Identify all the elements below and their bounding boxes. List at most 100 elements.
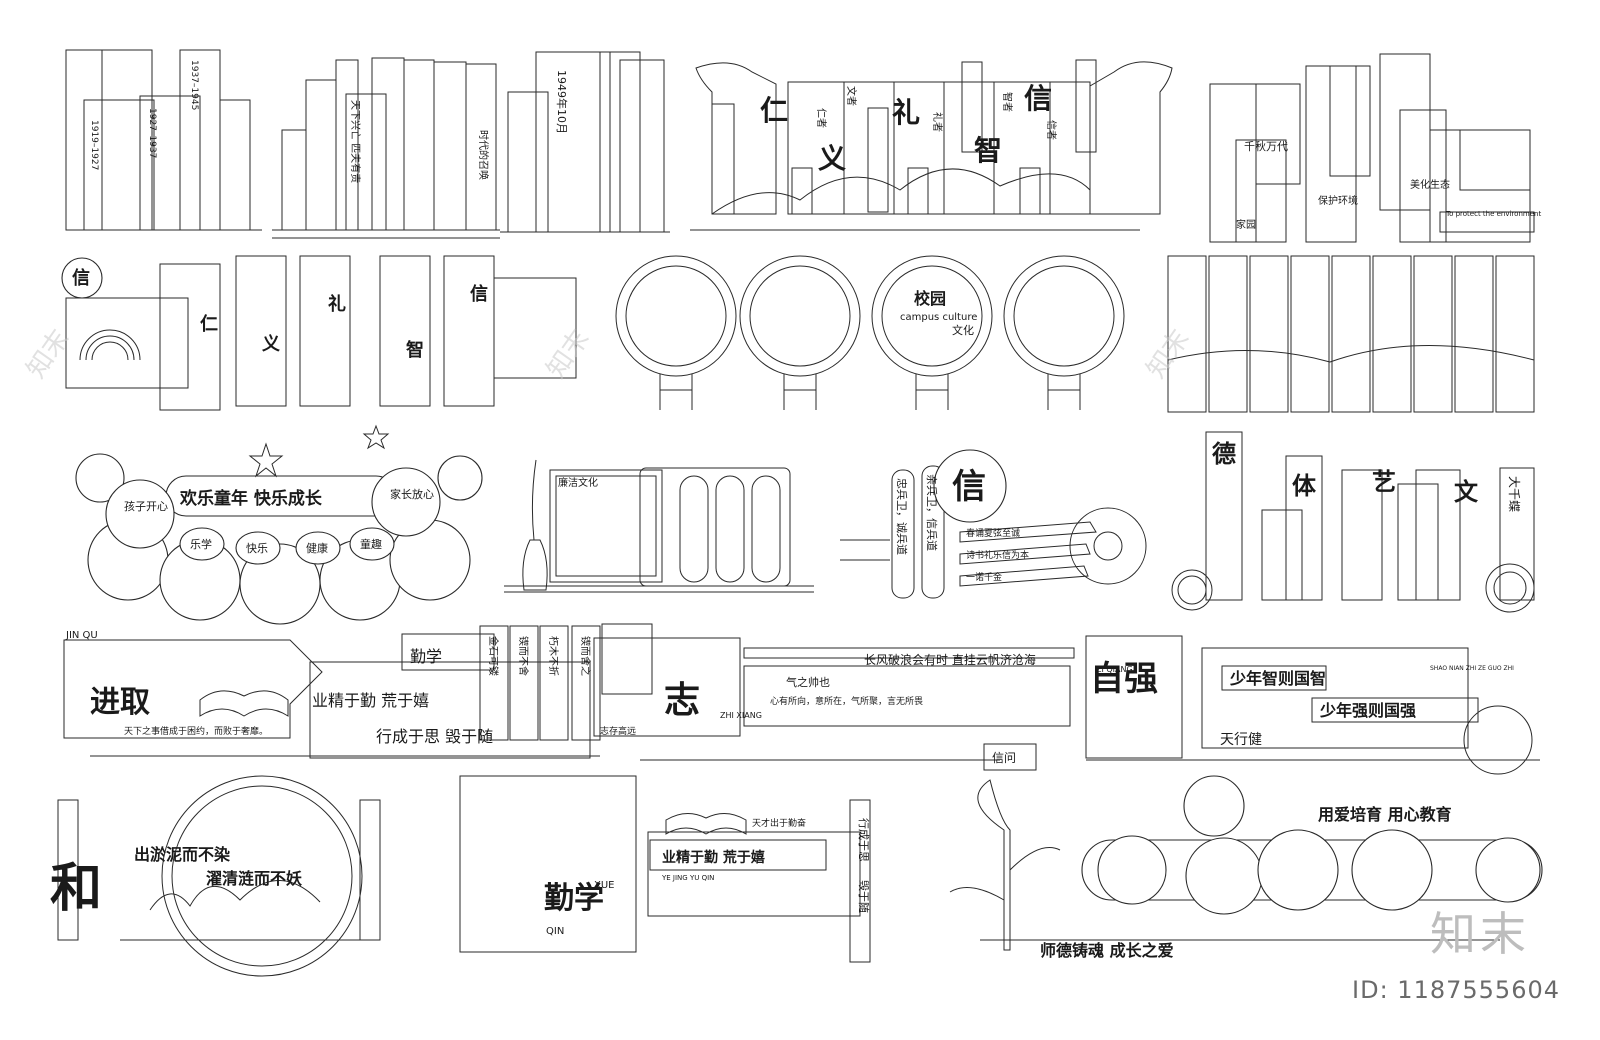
xin-scroll-s3: 一诺千金	[966, 571, 1002, 583]
ziqiang-footer: 天行健	[1220, 732, 1262, 748]
happy-b3: 健康	[306, 541, 328, 555]
ziqiang-big: 自强	[1090, 659, 1158, 699]
jinqu-motto2: 行成于思 毁于随	[376, 727, 493, 746]
virtue-char-1: 仁	[760, 94, 788, 127]
qinxue-side1: 行成于思	[857, 818, 870, 862]
virtue-sub-1: 仁者	[815, 108, 827, 128]
happy-left: 孩子开心	[124, 500, 168, 513]
env-t1: 千秋万代	[1244, 139, 1288, 153]
de-c4: 文	[1454, 478, 1479, 506]
de-c1: 德	[1212, 440, 1236, 468]
watermark-pattern: 知末 知末 知末	[21, 324, 1195, 384]
tree-footer: 师德铸魂 成长之爱	[1040, 941, 1174, 960]
svg-text:1937–1945: 1937–1945	[189, 60, 199, 110]
virtue-sub-3: 智者	[1001, 92, 1014, 112]
he-panel: 和 出淤泥而不染 濯清涟而不妖	[50, 775, 381, 977]
vertical-scrolls	[1167, 255, 1535, 413]
xin-c4: 智	[406, 339, 424, 361]
integrity-header: 廉洁文化	[558, 476, 598, 489]
history-panel-b: 天下兴亡 匹夫有责 时代的召唤	[272, 57, 500, 239]
campus-sub: 文化	[952, 323, 974, 337]
zhixiang-big: 志	[664, 680, 700, 721]
ziqiang-pinyin: ZI QIANG	[1096, 665, 1133, 674]
virtue-sub-5: 文者	[845, 86, 858, 106]
history-label: 时代的召唤	[477, 130, 490, 180]
ziqiang-panel: 自强 ZI QIANG 少年智则国智 少年强则国强 天行健 SHAO NIAN …	[1085, 635, 1540, 775]
tree-education-panel: 用爱培育 用心教育 师德铸魂 成长之爱	[949, 775, 1543, 960]
history-date: 1949年10月	[555, 70, 569, 134]
xin-c1: 仁	[200, 313, 218, 335]
tree-title: 用爱培育 用心教育	[1318, 805, 1452, 824]
happy-b2: 快乐	[246, 542, 268, 555]
campus-en: campus culture	[900, 312, 977, 323]
ziqiang-line2: 少年强则国强	[1319, 701, 1416, 720]
virtue-pavilion: 仁 义 礼 智 信 仁者 礼者 智者 信者 文者	[690, 59, 1173, 231]
xin-big: 信	[72, 267, 90, 289]
happy-childhood-panel: 欢乐童年 快乐成长 孩子开心 家长放心 乐学 快乐 健康 童趣	[75, 424, 483, 625]
xin-c5: 信	[470, 283, 488, 305]
svg-text:天下兴亡 匹夫有责: 天下兴亡 匹夫有责	[349, 100, 362, 183]
qinxue-panel: 勤学 QIN XUE 业精于勤 荒于嬉 YE JING YU QIN 天才出于勤…	[459, 775, 871, 963]
env-t3: 美化生态	[1410, 178, 1450, 191]
env-t4: To protect the environment	[1445, 210, 1541, 218]
watermark-brand-2: 知末	[541, 324, 595, 384]
watermark-brand-3: 知末	[1141, 324, 1195, 384]
xin-scroll-v1: 忠兵卫，诚兵道	[895, 478, 909, 555]
xin-scroll-panel: 信 忠兵卫，诚兵道 亲兵卫，信兵道 春诵夏弦至诚 诗书礼乐信为本 一诺千金	[840, 449, 1147, 599]
happy-b4: 童趣	[360, 537, 382, 551]
zhixiang-panel: 志 ZHI XIANG 长风破浪会有时 直挂云帆济沧海 气之帅也 心有所向，意所…	[593, 623, 1075, 771]
jinqu-qinxue: 勤学	[410, 647, 442, 666]
zhixiang-headline: 长风破浪会有时 直挂云帆济沧海	[864, 652, 1036, 667]
jinqu-col-2: 锲而不舍	[517, 636, 530, 676]
campus-arches: 校园 campus culture 文化	[615, 255, 1125, 410]
he-line1: 出淤泥而不染	[134, 845, 231, 864]
env-t2: 保护环境	[1318, 194, 1358, 207]
he-big: 和	[50, 859, 102, 919]
de-c5: 大千蝶	[1507, 476, 1522, 512]
qinxue-side2: 毁于随	[857, 880, 871, 913]
xin-c2: 义	[262, 333, 280, 355]
jinqu-col-1: 金石可镂	[487, 636, 500, 676]
jinqu-footer: 天下之事借成于困约，而败于奢靡。	[124, 725, 268, 737]
virtue-char-5: 信	[1024, 82, 1052, 115]
qinxue-pinyin-m: YE JING YU QIN	[661, 874, 714, 882]
de-c3: 艺	[1372, 468, 1396, 496]
brand-logo: 知末	[1430, 907, 1530, 961]
zhixiang-body: 心有所向，意所在，气所聚，言无所畏	[770, 695, 923, 707]
virtue-char-2: 义	[818, 142, 846, 175]
xin-scroll-s2: 诗书礼乐信为本	[966, 549, 1029, 561]
xin-c3: 礼	[328, 293, 346, 315]
svg-text:1919–1927: 1919–1927	[89, 120, 99, 170]
qinxue-top: 天才出于勤奋	[752, 817, 806, 829]
ziqiang-cols-en: SHAO NIAN ZHI ZE GUO ZHI	[1430, 665, 1514, 672]
environment-panels: 千秋万代 保护环境 美化生态 To protect the environmen…	[1209, 53, 1541, 243]
history-panel-c: 1949年10月	[500, 51, 670, 233]
virtue-char-3: 礼	[892, 96, 920, 129]
jinqu-motto1: 业精于勤 荒于嬉	[312, 691, 429, 710]
qinxue-big: 勤学	[544, 881, 604, 916]
env-t6: 家园	[1236, 218, 1256, 231]
xin-scroll-big: 信	[952, 467, 986, 507]
jinqu-col-4: 锲而舍之	[579, 636, 592, 676]
happy-title: 欢乐童年 快乐成长	[179, 488, 323, 509]
qinxue-x: XUE	[594, 880, 615, 891]
history-panel-a: 1919–1927 1927–1937 1937–1945	[65, 49, 262, 231]
ziqiang-line1: 少年智则国智	[1229, 669, 1326, 688]
de-ti-yi-wen-panel: 德 体 艺 文 大千蝶	[1171, 431, 1535, 613]
xin-scroll-v2: 亲兵卫，信兵道	[925, 474, 939, 551]
jinqu-col-3: 朽木不折	[547, 636, 560, 676]
jinqu-panel: JIN QU 进取 勤学 业精于勤 荒于嬉 行成于思 毁于随 天下之事借成于困约…	[63, 625, 601, 759]
virtue-char-4: 智	[974, 134, 1002, 167]
zhixiang-sub: 气之帅也	[786, 675, 830, 689]
he-line2: 濯清涟而不妖	[206, 869, 302, 888]
de-c2: 体	[1292, 472, 1317, 500]
zhixiang-pinyin: ZHI XIANG	[720, 711, 762, 720]
virtue-sub-2: 礼者	[931, 112, 944, 132]
zhixiang-footer: 志存高远	[600, 725, 636, 737]
xin-scroll-s1: 春诵夏弦至诚	[966, 527, 1020, 539]
campus-title: 校园	[914, 289, 946, 308]
jinqu-en: JIN QU	[65, 630, 98, 641]
watermark-brand: 知末	[21, 324, 75, 384]
happy-b1: 乐学	[190, 537, 212, 551]
